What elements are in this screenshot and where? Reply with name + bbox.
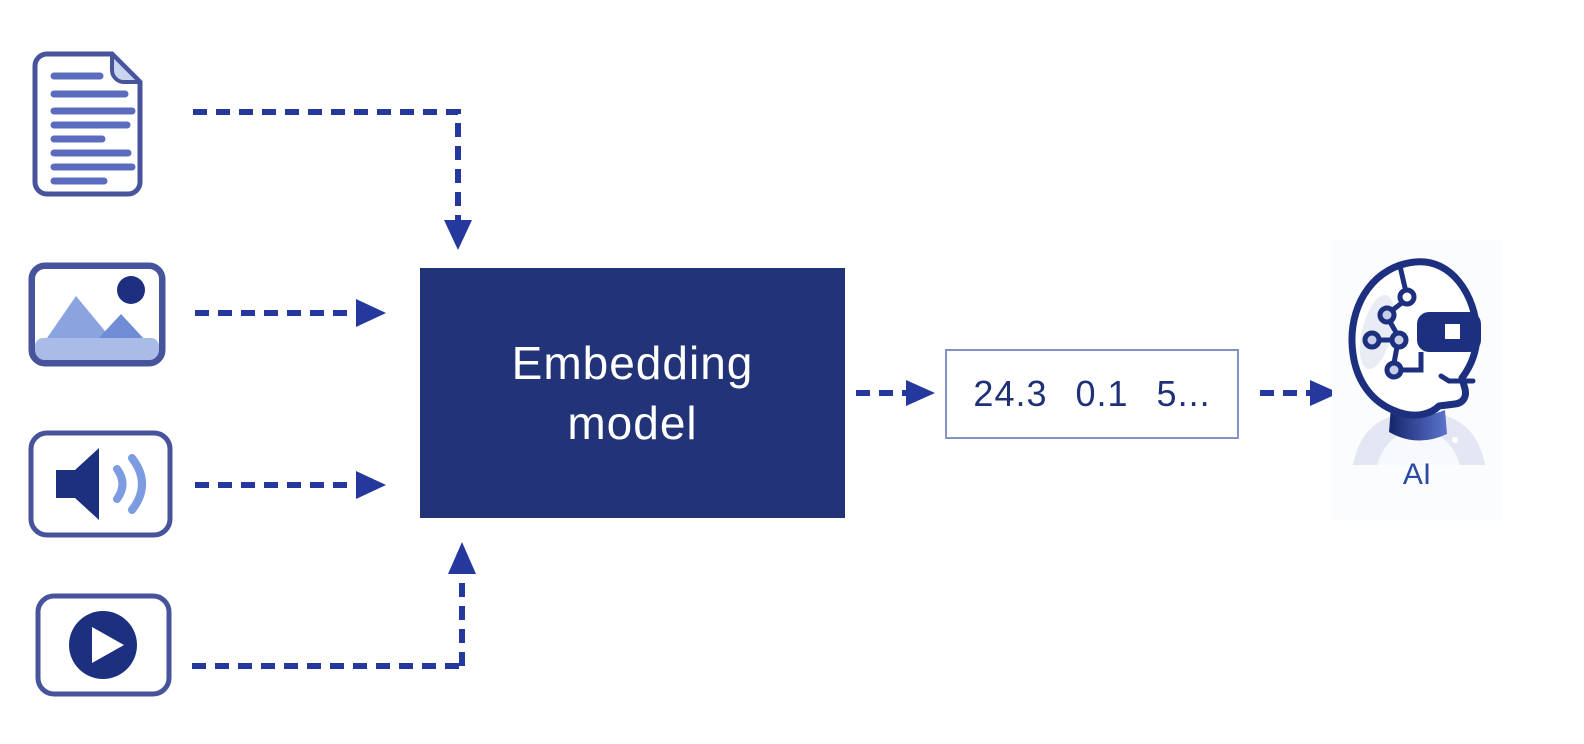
ai-label: AI (1402, 458, 1432, 491)
embedding-model-label-line1: Embedding (511, 337, 754, 389)
arrow-audio-to-model (195, 471, 386, 499)
embedding-model-box: Embedding model (420, 268, 845, 518)
vector-value-1: 24.3 (973, 373, 1048, 414)
document-icon (32, 51, 153, 197)
arrow-document-to-model (193, 109, 472, 250)
embedding-model-label-line2: model (567, 397, 698, 449)
arrow-vector-to-ai (1260, 380, 1339, 406)
vector-value-3: 5... (1156, 373, 1211, 414)
audio-icon (28, 430, 173, 538)
image-icon (28, 262, 166, 367)
arrow-model-to-vector (856, 380, 935, 406)
video-icon (35, 593, 172, 697)
embedding-vector-box: 24.3 0.1 5... (945, 349, 1239, 439)
ai-robot-icon (1332, 250, 1502, 470)
arrow-image-to-model (195, 299, 386, 327)
ai-block: AI (1332, 240, 1502, 520)
vector-value-2: 0.1 (1075, 373, 1129, 414)
arrow-video-to-model (192, 542, 476, 669)
